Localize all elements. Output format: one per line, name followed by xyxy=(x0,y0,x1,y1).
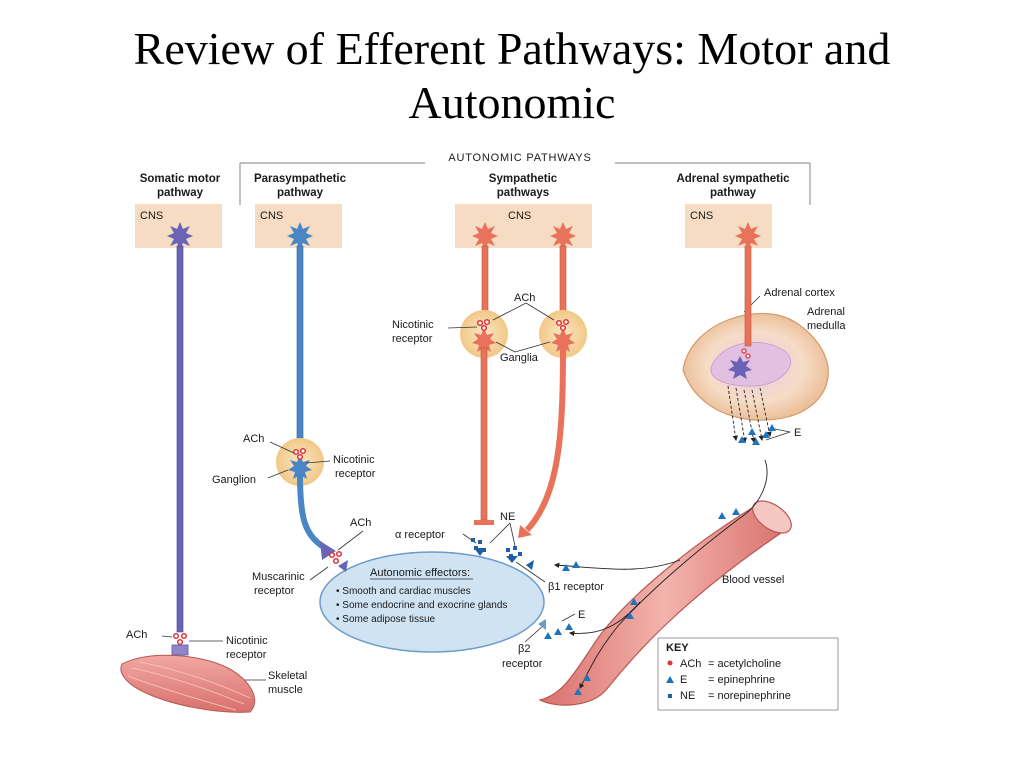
label-e-effector: E xyxy=(578,609,585,621)
effector-item: • Smooth and cardiac muscles xyxy=(336,586,471,597)
cns-label: CNS xyxy=(690,210,713,222)
label-adrenal-medulla-1: Adrenal xyxy=(807,306,845,318)
blood-vessel xyxy=(538,459,792,706)
label-ne: NE xyxy=(500,511,515,523)
autonomic-bracket: AUTONOMIC PATHWAYS xyxy=(239,152,811,205)
header-sympathetic-line2: pathways xyxy=(497,187,549,199)
slide-title-line2: Autonomic xyxy=(408,77,616,128)
key-abbr-ach: ACh xyxy=(680,658,701,670)
cns-box-sympathetic: CNS xyxy=(455,204,592,248)
effector-item: • Some endocrine and exocrine glands xyxy=(336,600,507,611)
header-adrenal-line2: pathway xyxy=(710,187,757,199)
label-ganglia: Ganglia xyxy=(500,352,539,364)
slide-title-line1: Review of Efferent Pathways: Motor and xyxy=(133,23,891,74)
label-beta2-1: β2 xyxy=(518,643,530,655)
label-nicotinic-somatic-2: receptor xyxy=(226,649,267,661)
parasympathetic-neuron xyxy=(287,222,313,447)
key-title: KEY xyxy=(666,642,689,654)
header-somatic-line1: Somatic motor xyxy=(140,173,221,185)
key-meaning-e: = epinephrine xyxy=(708,674,775,686)
effector-item: • Some adipose tissue xyxy=(336,614,436,625)
epinephrine-markers-vessel xyxy=(544,508,740,695)
cns-box-adrenal: CNS xyxy=(685,204,772,248)
effectors-title: Autonomic effectors: xyxy=(370,567,470,579)
label-adrenal-medulla-2: medulla xyxy=(807,320,846,332)
header-parasympathetic-line1: Parasympathetic xyxy=(254,173,347,185)
label-skeletal-2: muscle xyxy=(268,684,303,696)
label-ach-effector: ACh xyxy=(350,517,371,529)
label-e-adrenal: E xyxy=(794,427,801,439)
label-nicotinic-sym-2: receptor xyxy=(392,333,433,345)
autonomic-effectors: Autonomic effectors: • Smooth and cardia… xyxy=(319,548,546,653)
label-beta1-receptor: β1 receptor xyxy=(548,581,604,593)
label-nicotinic-sym-1: Nicotinic xyxy=(392,319,434,331)
label-alpha-receptor: α receptor xyxy=(395,529,445,541)
key-meaning-ach: = acetylcholine xyxy=(708,658,781,670)
key-legend: KEY ACh = acetylcholine E = epinephrine … xyxy=(657,637,839,711)
label-adrenal-cortex: Adrenal cortex xyxy=(764,287,835,299)
label-blood-vessel: Blood vessel xyxy=(722,574,784,586)
key-meaning-ne: = norepinephrine xyxy=(708,690,791,702)
skeletal-muscle xyxy=(120,654,256,713)
key-abbr-ne: NE xyxy=(680,690,695,702)
sympathetic-neuron-right xyxy=(518,222,587,538)
epinephrine-markers-adrenal xyxy=(738,424,776,445)
header-somatic-line2: pathway xyxy=(157,187,204,199)
adrenal-gland xyxy=(682,222,829,421)
somatic-motor-neuron xyxy=(167,222,193,656)
label-nicotinic-para-1: Nicotinic xyxy=(333,454,375,466)
label-nicotinic-somatic-1: Nicotinic xyxy=(226,635,268,647)
label-nicotinic-para-2: receptor xyxy=(335,468,376,480)
label-ach-parasympathetic: ACh xyxy=(243,433,264,445)
label-ach-sympathetic: ACh xyxy=(514,292,535,304)
sympathetic-neuron-left xyxy=(460,222,508,525)
label-muscarinic-1: Muscarinic xyxy=(252,571,305,583)
cns-label: CNS xyxy=(140,210,163,222)
cns-label: CNS xyxy=(508,210,531,222)
epinephrine-release-arrows xyxy=(727,385,772,444)
label-ganglion: Ganglion xyxy=(212,474,256,486)
parasympathetic-ganglion xyxy=(276,438,336,560)
cns-label: CNS xyxy=(260,210,283,222)
ach-markers xyxy=(172,318,570,646)
label-muscarinic-2: receptor xyxy=(254,585,295,597)
autonomic-pathways-banner: AUTONOMIC PATHWAYS xyxy=(448,152,591,164)
label-ach-somatic: ACh xyxy=(126,629,147,641)
key-abbr-e: E xyxy=(680,674,687,686)
label-beta2-2: receptor xyxy=(502,658,543,670)
header-parasympathetic-line2: pathway xyxy=(277,187,324,199)
header-adrenal-line1: Adrenal sympathetic xyxy=(676,173,790,185)
slide-title: Review of Efferent Pathways: Motor and A… xyxy=(0,22,1024,130)
label-skeletal-1: Skeletal xyxy=(268,670,307,682)
header-sympathetic-line1: Sympathetic xyxy=(489,173,558,185)
